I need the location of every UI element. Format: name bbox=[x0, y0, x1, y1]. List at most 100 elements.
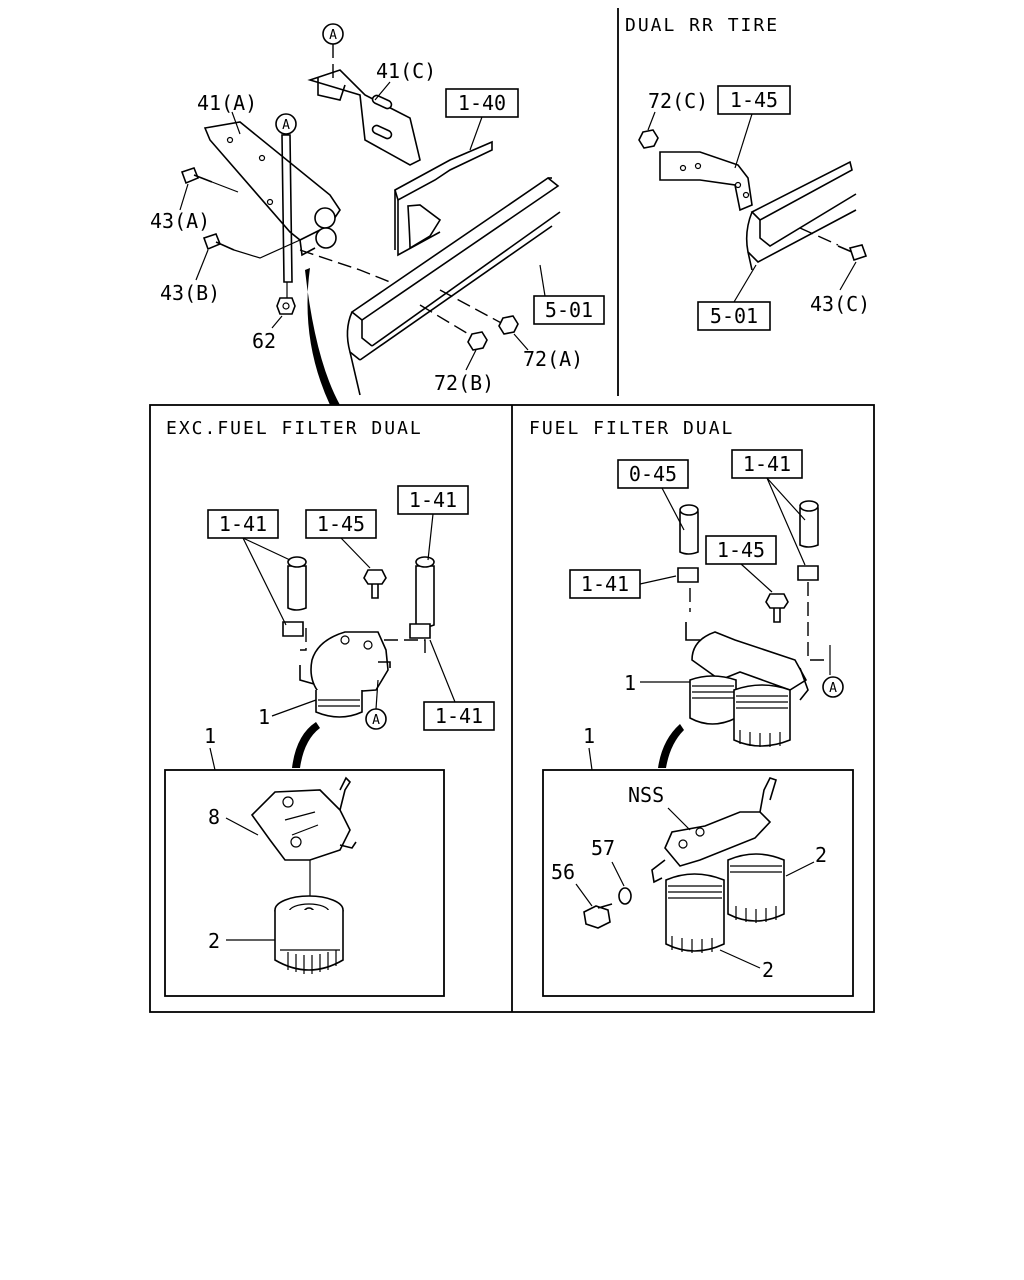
part-1-left-label: 1 bbox=[258, 705, 270, 729]
ref-box-0-45: 0-45 bbox=[617, 459, 689, 531]
part-1-right-label: 1 bbox=[624, 671, 636, 695]
stud-bolt bbox=[276, 134, 296, 315]
leader-2-right-b bbox=[719, 949, 761, 969]
part-nss-label: NSS bbox=[628, 783, 664, 807]
ref-box-1-41-left-a: 1-41 bbox=[207, 509, 291, 626]
part-72b-label: 72(B) bbox=[434, 371, 494, 395]
fuel-filter-single bbox=[299, 628, 426, 718]
leader-8 bbox=[225, 817, 259, 836]
bolt-1-45-right bbox=[765, 593, 789, 623]
leader-41c bbox=[374, 81, 391, 101]
ref-1-41-right-b-label: 1-41 bbox=[581, 572, 629, 596]
nut-72c bbox=[638, 129, 659, 149]
section-title-exc-fuel-filter-dual: EXC.FUEL FILTER DUAL bbox=[166, 418, 423, 439]
part-2-right-b-label: 2 bbox=[762, 958, 774, 982]
ref-5-01-left-label: 5-01 bbox=[545, 298, 593, 322]
leader-2-right-a bbox=[785, 861, 815, 877]
o-ring-part-57 bbox=[618, 887, 632, 905]
dual-filter-cartridges-part-2 bbox=[665, 853, 785, 953]
marker-a-right-panel: A bbox=[822, 676, 844, 698]
part-43c-label: 43(C) bbox=[810, 292, 870, 316]
leader-1-right-detail bbox=[588, 747, 593, 771]
marker-a-left-panel: A bbox=[365, 679, 387, 730]
leader-1-left-detail bbox=[209, 747, 216, 771]
leader-1-left bbox=[271, 699, 317, 717]
ref-box-5-01-right: 5-01 bbox=[697, 264, 771, 331]
ref-box-1-45-top: 1-45 bbox=[717, 85, 791, 169]
ref-1-41-right-a-label: 1-41 bbox=[743, 452, 791, 476]
part-72c-label: 72(C) bbox=[648, 89, 708, 113]
part-43b-label: 43(B) bbox=[160, 281, 220, 305]
ref-box-1-41-left-c: 1-41 bbox=[423, 639, 495, 731]
ref-1-41-left-c-label: 1-41 bbox=[435, 704, 483, 728]
ref-box-1-45-right: 1-45 bbox=[705, 535, 777, 593]
detail-box-left bbox=[164, 769, 445, 997]
bracket-41a bbox=[203, 121, 341, 257]
part-1-left-detail-label: 1 bbox=[204, 724, 216, 748]
part-2-right-a-label: 2 bbox=[815, 843, 827, 867]
part-41a-label: 41(A) bbox=[197, 91, 257, 115]
nuts-72 bbox=[467, 315, 519, 351]
dual-rr-frame-rail bbox=[745, 160, 857, 271]
filter-head-part-8 bbox=[250, 776, 357, 905]
part-41c-label: 41(C) bbox=[376, 59, 436, 83]
ref-box-1-41-right-b: 1-41 bbox=[569, 569, 677, 599]
leader-72a bbox=[513, 333, 529, 351]
part-43a-label: 43(A) bbox=[150, 209, 210, 233]
svg-text:A: A bbox=[372, 713, 380, 728]
svg-text:A: A bbox=[329, 28, 337, 43]
svg-text:A: A bbox=[282, 118, 290, 133]
leader-nss bbox=[667, 807, 691, 831]
part-56-label: 56 bbox=[551, 860, 575, 884]
part-57-label: 57 bbox=[591, 836, 615, 860]
ref-box-1-41-right-a: 1-41 bbox=[731, 449, 806, 566]
svg-text:A: A bbox=[829, 681, 837, 696]
plug-part-56 bbox=[583, 903, 613, 929]
ref-1-40-label: 1-40 bbox=[458, 91, 506, 115]
fuel-filter-dual bbox=[685, 582, 831, 747]
leader-43c bbox=[839, 261, 857, 291]
leader-72c bbox=[647, 111, 656, 131]
filter-cartridge-part-2-left bbox=[274, 895, 344, 974]
bolt-43c bbox=[837, 244, 868, 262]
section-title-fuel-filter-dual: FUEL FILTER DUAL bbox=[529, 418, 734, 439]
ref-1-45-top-label: 1-45 bbox=[730, 88, 778, 112]
ref-1-45-left-label: 1-45 bbox=[317, 512, 365, 536]
leader-43a bbox=[179, 183, 189, 211]
leader-57 bbox=[611, 861, 625, 887]
marker-a-1: A bbox=[322, 23, 344, 78]
hose-left-2 bbox=[415, 556, 435, 628]
part-2-left-label: 2 bbox=[208, 929, 220, 953]
detail-box-right bbox=[542, 769, 854, 997]
sweep-arrow-left-detail bbox=[292, 722, 320, 768]
marker-a-2: A bbox=[275, 113, 297, 135]
ref-1-41-left-a-label: 1-41 bbox=[219, 512, 267, 536]
bolt-1-45-left bbox=[363, 569, 387, 599]
part-8-label: 8 bbox=[208, 805, 220, 829]
leader-56 bbox=[575, 883, 593, 907]
ref-box-5-01-left: 5-01 bbox=[533, 264, 605, 325]
hose-left-1 bbox=[287, 556, 307, 611]
hose-right-1 bbox=[679, 504, 699, 555]
bracket-41c bbox=[307, 69, 421, 166]
leader-72b bbox=[465, 349, 477, 371]
ref-1-45-right-label: 1-45 bbox=[717, 538, 765, 562]
bolts-43a-43b bbox=[180, 167, 301, 259]
part-1-right-detail-label: 1 bbox=[583, 724, 595, 748]
ref-box-1-45-left: 1-45 bbox=[305, 509, 377, 569]
section-title-dual-rr-tire: DUAL RR TIRE bbox=[625, 15, 779, 36]
leader-41a bbox=[231, 111, 241, 135]
ref-5-01-right-label: 5-01 bbox=[710, 304, 758, 328]
hose-right-2 bbox=[799, 500, 819, 548]
ref-1-41-left-b-label: 1-41 bbox=[409, 488, 457, 512]
leader-43b bbox=[195, 249, 209, 281]
sweep-arrow-right-detail bbox=[658, 724, 684, 768]
part-72a-label: 72(A) bbox=[523, 347, 583, 371]
sweep-arrow-left bbox=[305, 268, 340, 405]
frame-rail-assembly bbox=[299, 140, 561, 396]
clamps-right bbox=[677, 565, 819, 583]
bracket-1-45-dual bbox=[659, 151, 753, 212]
leader-62 bbox=[271, 315, 283, 329]
ref-box-1-40: 1-40 bbox=[445, 88, 519, 151]
